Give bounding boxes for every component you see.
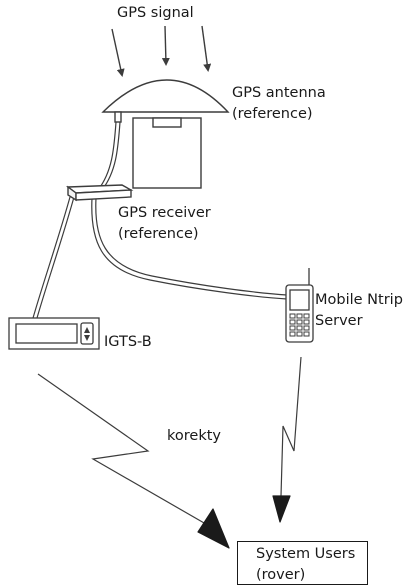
cable-receiver-igts-a [32,196,71,319]
system-users-sublabel: (rover) [256,567,306,583]
signal-arrow-right [201,25,212,72]
bolt-right-arrowhead [272,495,291,523]
igts-up-arrow [84,327,90,333]
bolt-left-arrowhead [197,508,230,549]
mobile-server-label: Mobile Ntrip [315,292,403,308]
gps-antenna-icon [101,79,230,189]
receiver-side [75,189,132,201]
signal-arrow-left [111,28,125,77]
phone-keypad [289,313,310,337]
bolt-right [280,356,302,497]
mobile-phone-icon [285,268,314,343]
antenna-dome [101,79,230,113]
signal-arrow-center [161,25,170,66]
antenna-connector [114,111,122,123]
igts-label: IGTS-B [104,334,152,350]
system-users-box: System Users (rover) [237,541,368,585]
gps-receiver-sublabel: (reference) [118,226,199,242]
cable-antenna-receiver-a [97,121,117,191]
gps-signal-arrows [111,25,212,77]
system-users-label: System Users [256,546,356,562]
gps-signal-label: GPS signal [117,5,194,21]
cable-receiver-igts-b [36,196,75,319]
gps-antenna-label: GPS antenna [232,85,326,101]
igts-down-arrow [84,335,90,341]
igts-display [15,323,78,344]
antenna-mount [152,117,182,128]
gps-antenna-sublabel: (reference) [232,106,313,122]
gps-receiver-label: GPS receiver [118,205,211,221]
cable-receiver-mobile-a [91,197,288,300]
igts-buttons [80,322,94,345]
radio-link-mobile [272,356,302,523]
igts-device-icon [8,317,100,350]
antenna-box [132,117,202,189]
mobile-server-sublabel: Server [315,313,363,329]
korekty-label: korekty [167,428,221,444]
bolt-left [37,373,219,532]
phone-screen [289,289,310,311]
cables [32,121,288,319]
gps-receiver-icon [65,184,134,202]
cable-receiver-mobile-b [95,197,288,296]
cable-antenna-receiver-b [101,121,121,191]
radio-link-korekty [37,373,230,549]
